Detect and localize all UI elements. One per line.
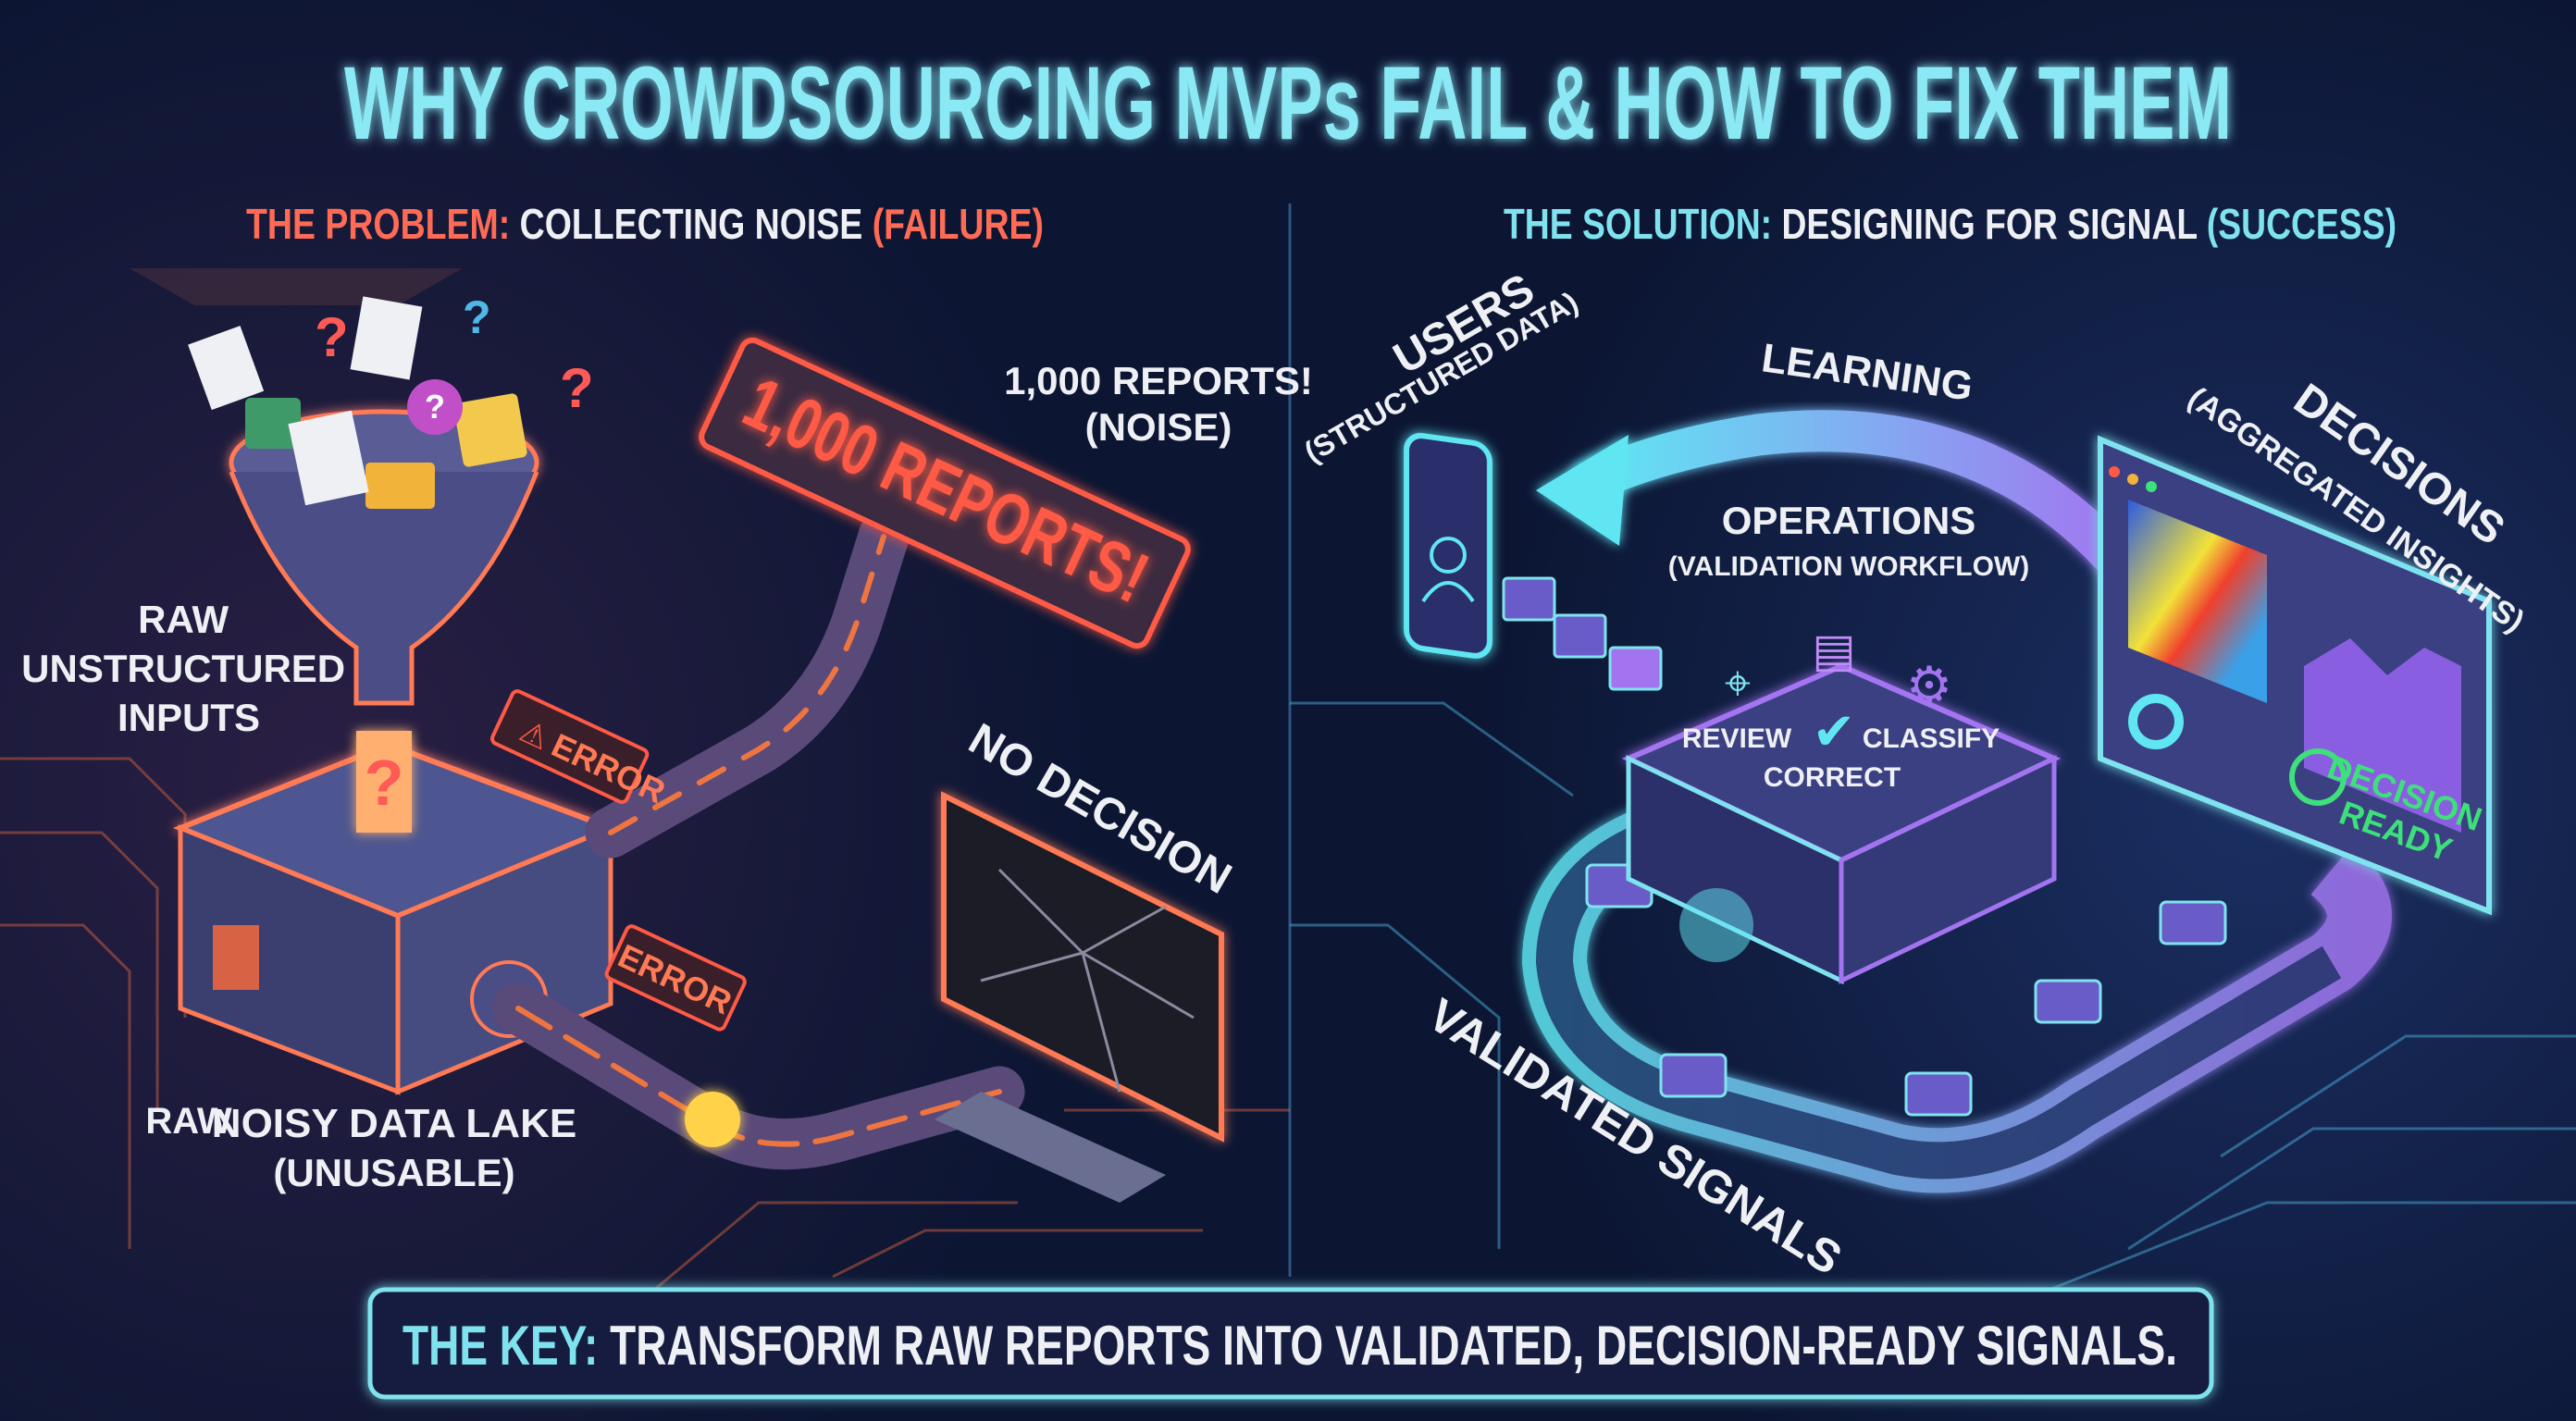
raw-inputs-label: RAW UNSTRUCTURED INPUTS (21, 598, 356, 739)
checkmark-icon: ✔ (1813, 702, 1856, 760)
question-mark-icon: ? (560, 357, 594, 419)
problem-heading-suffix: (FAILURE) (873, 200, 1044, 248)
question-mark-icon: ? (425, 388, 445, 426)
question-mark-icon: ? (315, 306, 349, 368)
operations-platform (1621, 662, 2062, 984)
comment-icon: ▤ (1812, 624, 1855, 676)
step-review: REVIEW (1682, 723, 1792, 754)
solution-heading-main: DESIGNING FOR SIGNAL (1781, 200, 2206, 248)
broken-pipe (492, 511, 1025, 1170)
decisions-dashboard (2098, 435, 2492, 916)
page-title: WHY CROWDSOURCING MVPs FAIL & HOW TO FIX… (344, 45, 2232, 161)
question-mark-icon: ? (463, 291, 491, 343)
raw-label: RAW (145, 1101, 232, 1142)
review-icon: ⌖ (1725, 657, 1751, 709)
question-mark-icon: ? (365, 747, 404, 819)
decision-ready-label: DECISION READY (2310, 748, 2496, 878)
envelope-icons (1502, 576, 1663, 691)
key-banner-text: TRANSFORM RAW REPORTS INTO VALIDATED, DE… (610, 1315, 2177, 1377)
noisy-data-lake-box: ? (172, 731, 619, 1095)
svg-text:THE KEY: TRANSFORM RAW: THE KEY: TRANSFORM RAW REPORTS INTO VALI… (402, 1315, 2177, 1377)
operations-label: OPERATIONS (1722, 499, 1976, 542)
circuit-lines-right (1290, 701, 2576, 1297)
donut-chart-icon (2128, 694, 2184, 749)
key-banner-prefix: THE KEY: (402, 1315, 610, 1377)
problem-heading-prefix: THE PROBLEM: (246, 200, 520, 248)
learning-arrow (1570, 410, 2149, 595)
operations-sub-label: (VALIDATION WORKFLOW) (1668, 551, 2029, 582)
key-banner: THE KEY: TRANSFORM RAW REPORTS INTO VALI… (367, 1287, 2214, 1400)
check-circle-icon (2289, 748, 2347, 806)
reports-sub-label: (NOISE) (1085, 405, 1232, 449)
problem-heading: THE PROBLEM: COLLECTING NOISE (FAILURE) (246, 200, 1044, 248)
user-phone (1404, 432, 1492, 659)
background-left (0, 0, 1290, 1421)
step-classify: CLASSIFY (1863, 723, 2000, 754)
funnel-illustration: ? ? ? ? (130, 268, 594, 706)
problem-heading-main: COLLECTING NOISE (520, 200, 873, 248)
user-icon (1430, 537, 1467, 574)
solution-heading-prefix: THE SOLUTION: (1504, 200, 1781, 248)
arrow-head-icon (1536, 435, 1629, 546)
reports-label: 1,000 REPORTS! (1004, 359, 1313, 402)
solution-heading: THE SOLUTION: DESIGNING FOR SIGNAL (SUCC… (1504, 200, 2396, 248)
gear-icon: ⚙ (1906, 656, 1952, 714)
broken-monitor (935, 791, 1224, 1203)
step-correct: CORRECT (1764, 762, 1901, 793)
solution-heading-suffix: (SUCCESS) (2207, 200, 2396, 248)
data-lake-sub-label: (UNUSABLE) (273, 1151, 514, 1194)
data-lake-label: NOISY DATA LAKE (212, 1101, 576, 1146)
